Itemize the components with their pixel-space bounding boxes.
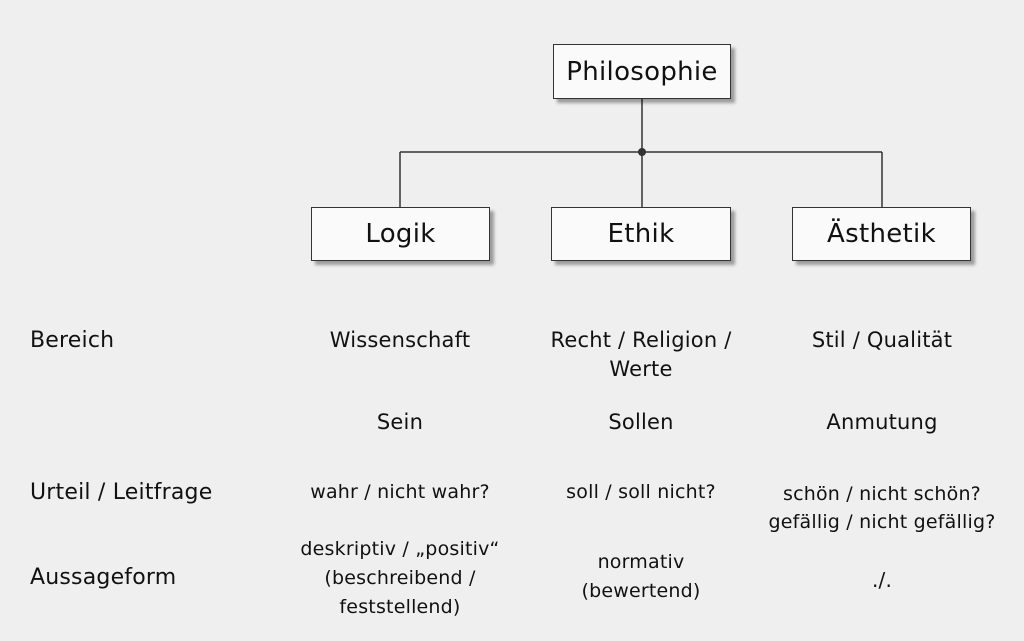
cell-bereich-aesthetik: Stil / Qualität (811, 328, 953, 352)
cell-urteil-ethik: soll / soll nicht? (566, 481, 716, 503)
node-ethik-label: Ethik (607, 219, 675, 249)
cell-urteil-aesthetik: schön / nicht schön? gefällig / nicht ge… (768, 483, 996, 533)
node-philosophie: Philosophie (553, 44, 731, 99)
node-ethik: Ethik (551, 207, 731, 261)
junction-dot (638, 148, 646, 156)
node-philosophie-label: Philosophie (566, 56, 718, 87)
node-aesthetik-label: Ästhetik (827, 219, 936, 249)
row-label-aussageform: Aussageform (30, 565, 177, 590)
row-label-bereich: Bereich (30, 328, 115, 353)
row-label-urteil: Urteil / Leitfrage (30, 480, 213, 505)
node-logik: Logik (311, 207, 490, 261)
node-aesthetik: Ästhetik (792, 207, 971, 261)
cell-aussage-logik: deskriptiv / „positiv“ (beschreibend / f… (300, 538, 500, 618)
node-logik-label: Logik (365, 219, 436, 249)
cell-modus-logik: Sein (376, 410, 424, 434)
cell-modus-ethik: Sollen (608, 410, 674, 434)
cell-urteil-logik: wahr / nicht wahr? (310, 481, 490, 503)
cell-modus-aesthetik: Anmutung (826, 410, 938, 434)
cell-bereich-logik: Wissenschaft (329, 328, 471, 352)
cell-aussage-aesthetik: ./. (871, 568, 893, 592)
cell-aussage-ethik: normativ (bewertend) (581, 551, 701, 602)
cell-bereich-ethik: Recht / Religion / Werte (550, 328, 732, 381)
